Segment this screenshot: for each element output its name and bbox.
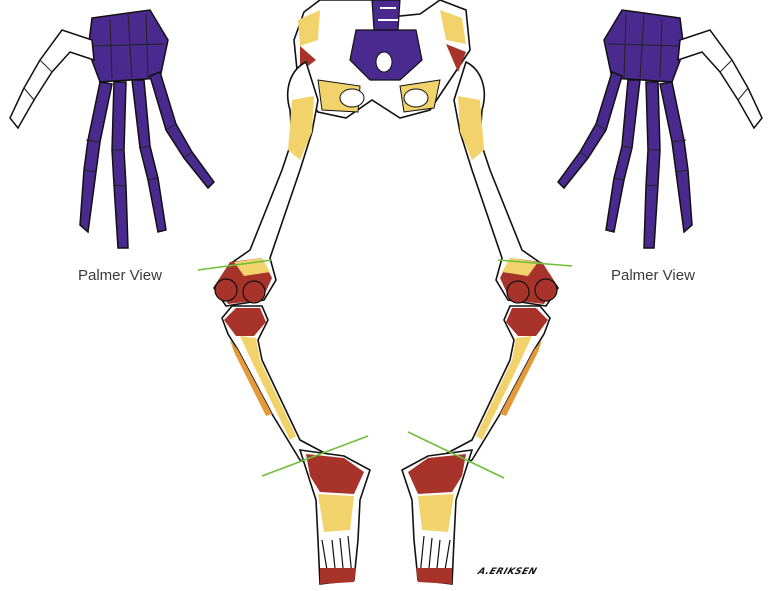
palmer-view-label-left: Palmer View: [78, 267, 162, 284]
pelvis: [294, 0, 470, 118]
left-hand: [10, 10, 214, 248]
right-hand: [558, 10, 762, 248]
artist-signature: A.ERIKSEN: [476, 567, 538, 577]
right-leg: [402, 62, 558, 584]
left-leg: [214, 62, 370, 584]
palmer-view-label-right: Palmer View: [611, 267, 695, 284]
